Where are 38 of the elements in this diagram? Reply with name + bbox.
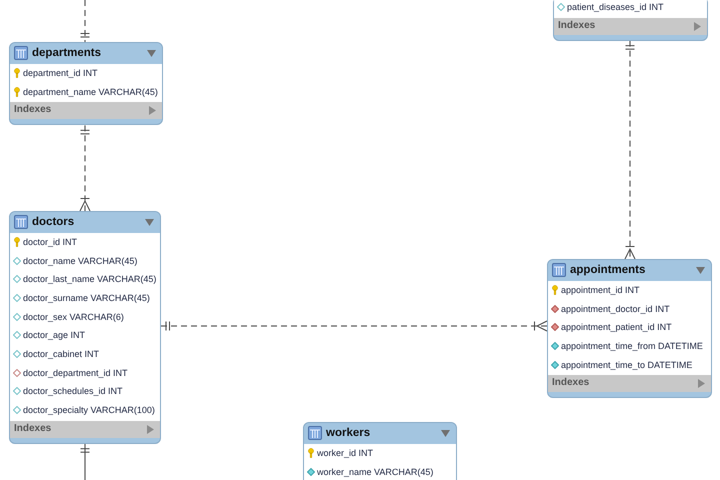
- column-definition: doctor_department_id INT: [23, 366, 128, 379]
- column-definition: doctor_cabinet INT: [23, 348, 100, 360]
- column-definition: doctor_last_name VARCHAR(45): [23, 273, 156, 286]
- relationship-line: [160, 320, 548, 332]
- indexes-label: Indexes: [14, 422, 52, 435]
- column-definition: patient_diseases_id INT: [567, 1, 664, 13]
- relationship-line: [80, 124, 90, 212]
- column-definition: doctor_schedules_id INT: [23, 385, 123, 398]
- entity-table: [303, 422, 457, 480]
- column-definition: doctor_id INT: [23, 236, 78, 248]
- column-definition: appointment_time_to DATETIME: [561, 358, 692, 371]
- indexes-label: Indexes: [14, 104, 52, 116]
- column-definition: doctor_surname VARCHAR(45): [23, 292, 150, 304]
- column-definition: appointment_time_from DATETIME: [561, 340, 703, 352]
- indexes-label: Indexes: [558, 20, 596, 32]
- relationship-line: [624, 40, 636, 260]
- relationship-line: [80, 443, 90, 480]
- column-definition: department_name VARCHAR(45): [23, 86, 158, 98]
- relationship-line: [80, 0, 90, 42]
- table-title: appointments: [570, 264, 646, 277]
- entity-table: [547, 259, 712, 398]
- column-definition: doctor_sex VARCHAR(6): [23, 310, 124, 323]
- column-definition: doctor_name VARCHAR(45): [23, 254, 138, 267]
- indexes-label: Indexes: [552, 377, 590, 390]
- column-definition: doctor_age INT: [23, 329, 86, 342]
- column-definition: appointment_doctor_id INT: [561, 302, 670, 315]
- column-definition: worker_name VARCHAR(45): [317, 466, 434, 478]
- entity-table: [9, 42, 163, 126]
- entity-table: [9, 211, 161, 444]
- table-title: workers: [326, 427, 370, 440]
- column-definition: doctor_specialty VARCHAR(100): [23, 404, 155, 416]
- table-title: doctors: [32, 216, 74, 229]
- column-definition: appointment_patient_id INT: [561, 321, 672, 334]
- table-title: departments: [32, 47, 102, 60]
- column-definition: appointment_id INT: [561, 284, 640, 296]
- entity-table: [553, 0, 708, 41]
- column-definition: department_id INT: [23, 67, 98, 79]
- column-definition: worker_id INT: [317, 447, 374, 459]
